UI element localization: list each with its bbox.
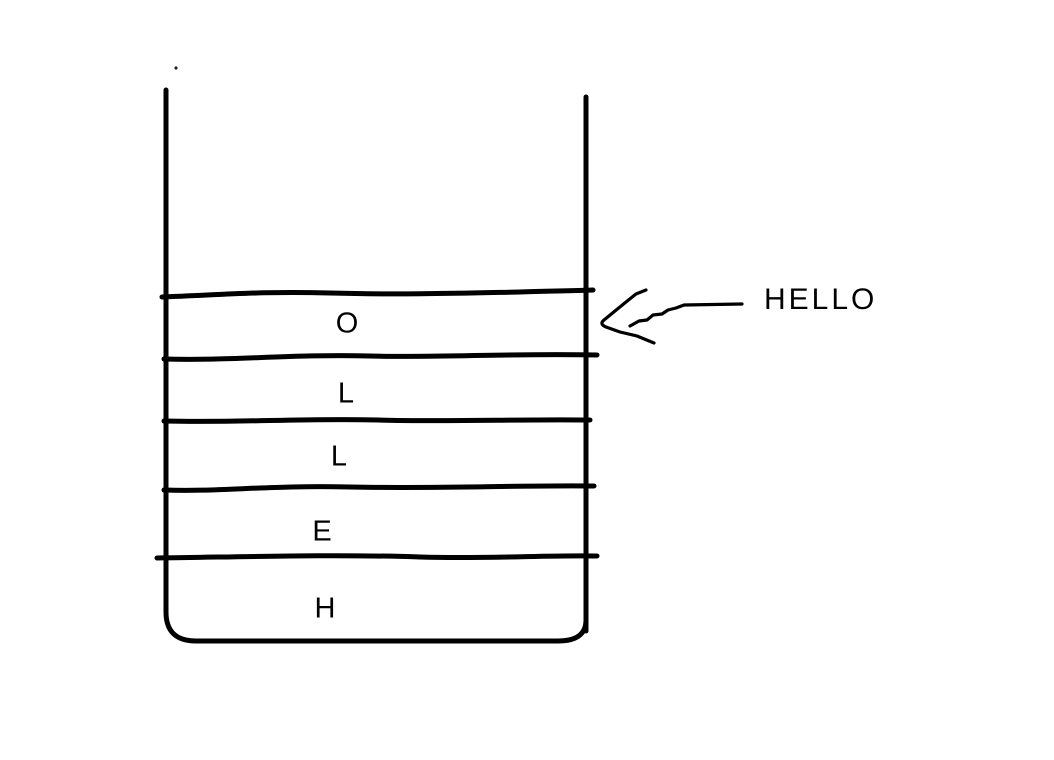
arrow-head xyxy=(600,288,656,345)
stack-divider-1 xyxy=(159,287,596,300)
stack-cell-letter-2: L xyxy=(337,377,355,410)
stack-cell-letter-4: E xyxy=(312,515,332,548)
stack-divider-4 xyxy=(161,483,597,493)
stack-cell-letter-bottom: H xyxy=(314,592,336,625)
stack-cell-letter-top: O xyxy=(335,307,359,340)
stack-cell-letter-3: L xyxy=(330,440,348,473)
stack-divider-2 xyxy=(161,352,600,362)
stack-container-outline xyxy=(163,87,589,644)
arrow-shaft xyxy=(628,302,744,328)
hello-annotation-label: HELLO xyxy=(764,283,878,316)
stack-divider-5 xyxy=(154,553,600,561)
stack-divider-3 xyxy=(161,417,593,424)
stray-dot xyxy=(174,66,178,70)
